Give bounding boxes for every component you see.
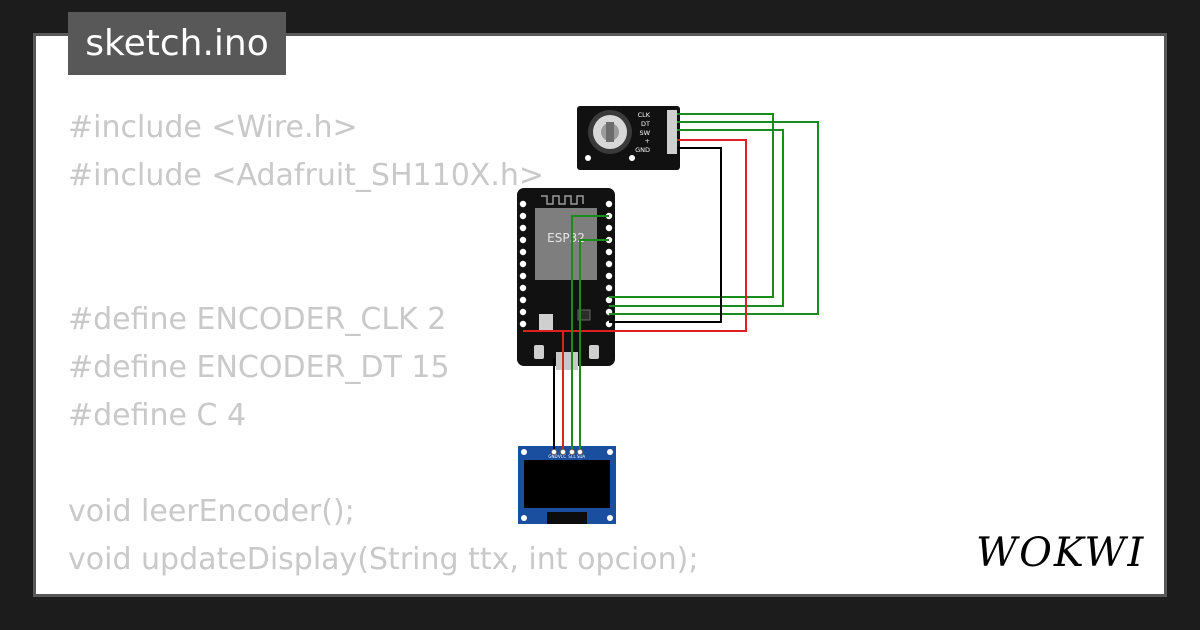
pin-label-vcc: +: [645, 137, 650, 145]
wokwi-logo[interactable]: WOKWI: [972, 522, 1152, 582]
oled-display[interactable]: GND VCC SCL SDA: [518, 446, 616, 524]
code-line: #define ENCODER_CLK 2: [68, 302, 447, 337]
wire-dt: [609, 121, 819, 315]
pin-label-clk: CLK: [638, 111, 651, 119]
wire-gnd: [609, 147, 722, 323]
wire-clk: [609, 113, 774, 298]
rotary-encoder[interactable]: CLK DT SW + GND: [577, 106, 680, 170]
code-line: void leerEncoder();: [68, 494, 355, 529]
oled-pin-scl: SCL: [568, 454, 576, 459]
oled-header-pins: [550, 448, 584, 456]
code-line: #define C 4: [68, 398, 247, 433]
esp32-label: ESP32: [547, 231, 585, 245]
code-line: #include <Wire.h>: [68, 110, 358, 145]
code-line: void updateDisplayCont(float v, float k)…: [68, 584, 698, 594]
wires: [523, 113, 819, 452]
pin-label-sw: SW: [639, 129, 650, 137]
code-line: #define ENCODER_DT 15: [68, 350, 450, 385]
wire-scl-run: [579, 239, 609, 358]
code-line: #include <Adafruit_SH110X.h>: [68, 158, 545, 193]
oled-pin-gnd: GND: [548, 454, 557, 459]
wokwi-logo-text: WOKWI: [976, 530, 1145, 576]
oled-pin-labels: GND VCC SCL SDA: [548, 454, 585, 459]
encoder-pin-labels: CLK DT SW + GND: [635, 111, 651, 154]
oled-pin-vcc: VCC: [558, 454, 567, 459]
oled-pin-sda: SDA: [577, 454, 586, 459]
esp32-pins-left: [519, 200, 527, 328]
esp32-pins-right: [605, 200, 613, 328]
code-line: void updateDisplay(String ttx, int opcio…: [68, 542, 699, 577]
wire-vcc: [523, 139, 747, 332]
pin-label-gnd: GND: [635, 146, 650, 154]
wire-sw: [609, 129, 784, 307]
file-tab[interactable]: sketch.ino: [68, 12, 286, 75]
pin-label-dt: DT: [641, 120, 650, 128]
code-preview: #include <Wire.h> #include <Adafruit_SH11…: [68, 104, 699, 594]
wire-sda-run: [571, 215, 609, 358]
